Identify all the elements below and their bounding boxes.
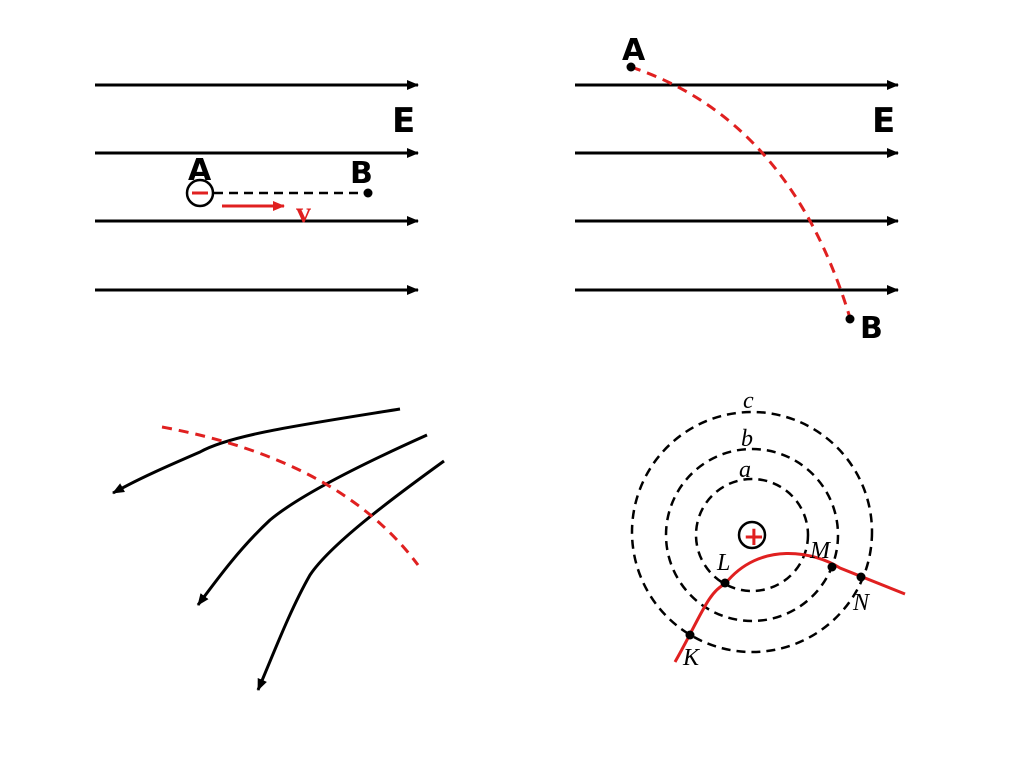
point-m-dot <box>827 562 837 572</box>
panel-uniform-field-horizontal: E A B v <box>95 80 419 295</box>
trajectory-dashed <box>161 425 420 566</box>
circle-label-c: c <box>743 388 754 414</box>
point-n-label: N <box>852 590 871 616</box>
point-n-dot <box>856 572 866 582</box>
positive-charge <box>737 520 767 550</box>
plus-sign: + <box>743 522 765 552</box>
negative-charge <box>185 178 215 208</box>
field-label-e: E <box>392 101 415 141</box>
point-k-dot <box>685 630 695 640</box>
point-l-label: L <box>716 550 730 576</box>
field-line-1 <box>112 407 401 495</box>
point-m-label: M <box>809 538 832 564</box>
field-line-2 <box>196 433 428 606</box>
point-b-dot <box>845 314 855 324</box>
point-b-dot <box>363 188 373 198</box>
point-a-dot <box>626 62 636 72</box>
field-line-3 <box>256 459 445 691</box>
panel-point-charge-equipotentials: + a b c K L M N <box>630 388 906 671</box>
point-a-label: A <box>622 33 646 68</box>
point-k-label: K <box>682 645 701 671</box>
panel-uniform-field-curved-path: E A B <box>575 33 899 346</box>
equipotential-c <box>630 410 874 654</box>
circle-label-b: b <box>741 426 753 452</box>
circle-label-a: a <box>739 457 751 483</box>
field-label-e: E <box>872 101 895 141</box>
point-a-label: A <box>188 153 212 188</box>
trajectory-ab <box>630 65 852 319</box>
equipotential-b <box>664 447 840 623</box>
point-b-label: B <box>350 156 373 191</box>
panel-nonuniform-field <box>112 407 445 691</box>
equipotential-a <box>694 477 810 593</box>
trajectory-klmn <box>673 552 906 663</box>
point-b-label: B <box>860 311 883 346</box>
velocity-label: v <box>296 196 311 229</box>
point-l-dot <box>720 578 730 588</box>
